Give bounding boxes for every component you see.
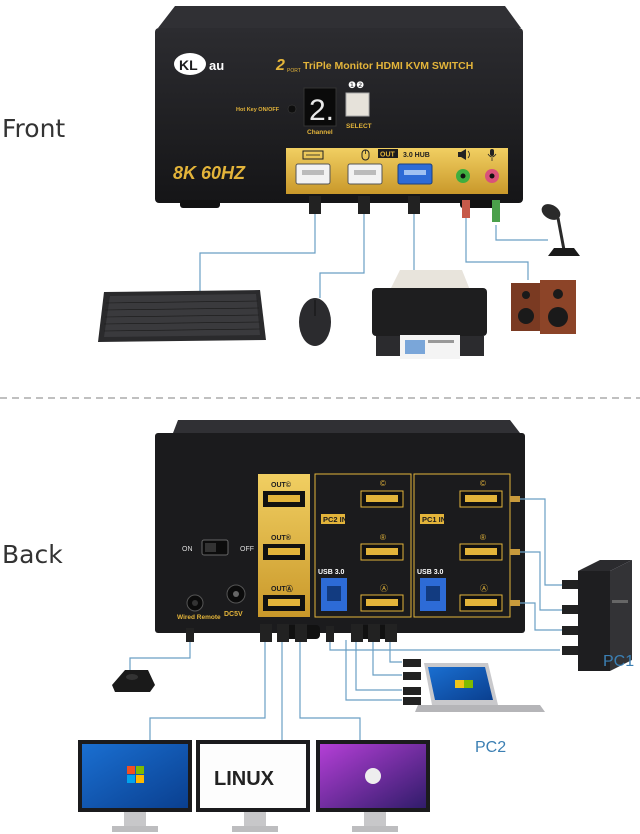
select-button[interactable]	[345, 92, 370, 117]
select-indicator: ❶❷	[348, 80, 364, 90]
pc1-input-panel: © PC1 IN ® USB 3.0 Ⓐ	[413, 473, 511, 618]
hotkey-label: Hot Key ON/OFF	[236, 107, 280, 113]
port-b-label-pc2: ®	[380, 533, 386, 542]
channel-display	[303, 87, 337, 127]
monitor-mac	[316, 740, 430, 832]
microphone-icon	[487, 149, 497, 161]
port-c-label-pc1: ©	[480, 479, 486, 488]
keyboard-icon	[302, 150, 324, 160]
monitor-linux: LINUX	[196, 740, 310, 832]
select-label: SELECT	[346, 123, 372, 130]
port-a-label-pc1: Ⓐ	[480, 584, 488, 593]
printer-device	[372, 270, 487, 359]
usb30-label-pc1: USB 3.0	[417, 569, 444, 576]
pc1-label: PC1	[603, 653, 634, 670]
out-tag: OUT	[380, 152, 396, 159]
back-section-label: Back	[2, 540, 63, 569]
mouse-device	[299, 298, 331, 346]
pc2-laptop	[415, 663, 545, 712]
product-title: TriPle Monitor HDMI KVM SWITCH	[303, 60, 473, 72]
pc1-side-plugs	[510, 496, 520, 606]
off-label: OFF	[240, 546, 254, 553]
pc1-in-label: PC1 IN	[422, 515, 446, 524]
pc2-label: PC2	[475, 739, 506, 756]
output-panel: OUT© OUT® OUTⒶ	[258, 474, 310, 617]
out-a-label: OUTⒶ	[271, 584, 293, 593]
usb-hub-label: 3.0 HUB	[403, 152, 430, 159]
mouse-icon	[361, 149, 370, 161]
front-section-label: Front	[2, 114, 66, 143]
usb30-label-pc2: USB 3.0	[318, 569, 345, 576]
channel-label: Channel	[307, 129, 333, 136]
wired-remote-device	[112, 670, 155, 692]
port-a-label-pc2: Ⓐ	[380, 584, 388, 593]
pc2-input-panel: © PC2 IN ® USB 3.0 Ⓐ	[314, 473, 412, 618]
microphone-device	[541, 204, 580, 256]
front-port-panel: OUT 3.0 HUB	[286, 148, 508, 194]
keyboard-device	[98, 290, 266, 342]
back-cables	[129, 498, 565, 740]
hotkey-button[interactable]	[287, 104, 297, 114]
out-b-label: OUT®	[271, 534, 292, 542]
klau-logo: KL au	[174, 53, 224, 75]
port-b-label-pc1: ®	[480, 533, 486, 542]
product-title-port: PORT	[287, 68, 301, 74]
svg-text:au: au	[209, 58, 224, 73]
on-label: ON	[182, 546, 193, 553]
out-tag-box	[378, 149, 398, 158]
back-plugs	[186, 580, 578, 705]
front-cables	[199, 210, 548, 298]
dc-label: DC5V	[224, 611, 243, 618]
wired-remote-label: Wired Remote	[177, 614, 221, 621]
monitor-windows	[78, 740, 192, 832]
channel-digit: 2.	[309, 94, 334, 127]
pc2-in-label: PC2 IN	[323, 515, 347, 524]
pc1-tower	[578, 560, 632, 671]
product-title-number: 2	[275, 57, 285, 74]
speaker-icon	[458, 149, 470, 160]
monitor-linux-text: LINUX	[214, 768, 275, 790]
out-c-label: OUT©	[271, 481, 292, 489]
svg-text:KL: KL	[179, 57, 198, 73]
front-plugs	[309, 196, 500, 222]
port-c-label-pc2: ©	[380, 479, 386, 488]
speakers-device	[511, 280, 576, 334]
resolution-label: 8K 60HZ	[173, 163, 246, 183]
